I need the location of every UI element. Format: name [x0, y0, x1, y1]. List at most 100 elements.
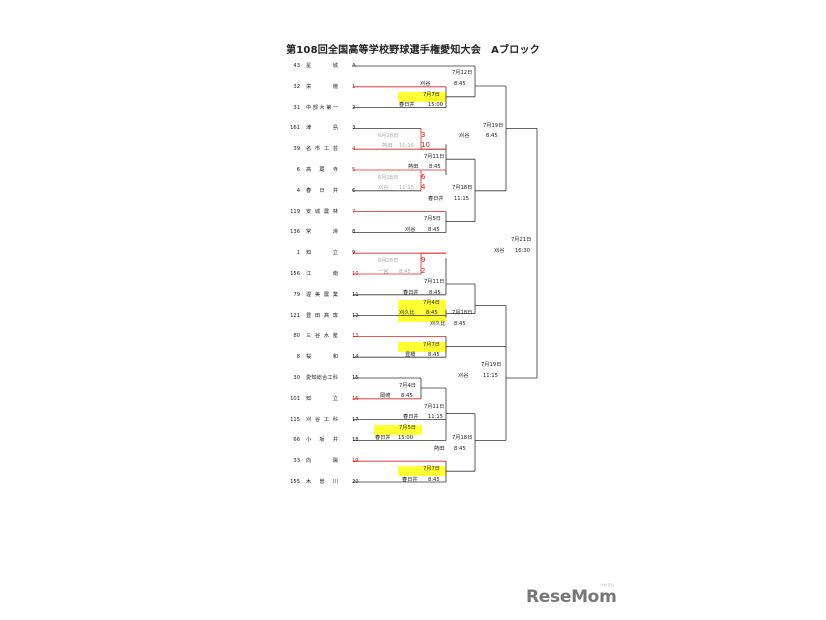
- match-label: 春日井: [428, 196, 444, 202]
- match-label: 7月11日: [424, 404, 445, 410]
- team-seed: 161: [290, 125, 300, 132]
- team-seed: 121: [290, 312, 300, 319]
- match-label: 8:45: [428, 227, 440, 233]
- match-label: 7月11日: [424, 279, 445, 285]
- date-highlight: [398, 342, 446, 352]
- match-label: 7月18日: [452, 310, 473, 316]
- match-label: 11:15: [483, 373, 498, 379]
- match-label: 11:15: [428, 414, 443, 420]
- match-label: 刈谷: [458, 373, 469, 379]
- match-label: 7月4日: [423, 300, 440, 306]
- date-highlight: [398, 300, 446, 322]
- match-label: 9: [421, 256, 426, 264]
- match-label: 3: [421, 131, 426, 139]
- match-label: 7月12日: [452, 70, 473, 76]
- team-seed: 79: [293, 291, 300, 298]
- resemom-logo: ReseMom: [526, 587, 617, 607]
- match-label: 7月21日: [511, 237, 532, 243]
- match-label: 熱田: [408, 164, 419, 170]
- match-label: 7月7日: [423, 342, 440, 348]
- team-name: 三谷水産: [306, 333, 338, 340]
- team-seed: 33: [293, 458, 300, 465]
- match-label: 6月28日: [378, 175, 399, 181]
- match-label: 11:15: [399, 143, 414, 149]
- match-label: 6月28日: [378, 258, 399, 264]
- match-label: 4: [421, 183, 426, 191]
- team-name: 江南: [306, 271, 338, 277]
- match-label: 7月4日: [399, 383, 416, 389]
- match-label: 16:30: [515, 248, 530, 254]
- team-seed: 43: [293, 63, 300, 69]
- match-label: 8:45: [401, 393, 413, 399]
- team-seed: 136: [290, 229, 300, 236]
- match-label: 11:15: [399, 185, 414, 191]
- date-highlight: [374, 425, 422, 435]
- team-seed: 115: [290, 416, 300, 423]
- match-label: 8:45: [399, 269, 411, 275]
- team-seed: 155: [290, 479, 300, 485]
- match-label: 7月7日: [423, 466, 440, 472]
- team-name: 名市工芸: [306, 146, 338, 153]
- match-label: 8:45: [426, 310, 438, 316]
- match-label: 8:45: [429, 290, 441, 296]
- match-label: 15:00: [428, 102, 443, 108]
- match-label: 8:45: [486, 133, 498, 139]
- match-label: 11:15: [454, 196, 469, 202]
- team-seed: 6: [296, 167, 300, 173]
- match-label: 10: [421, 141, 430, 149]
- match-label: 8:45: [454, 321, 466, 327]
- team-seed: 4: [296, 187, 300, 194]
- team-name: 渥美農業: [306, 291, 338, 298]
- team-name: 小坂井: [306, 437, 338, 444]
- match-label: 8:45: [428, 477, 440, 483]
- match-label: 15:00: [398, 435, 413, 441]
- match-label: 岡崎: [380, 393, 391, 399]
- team-name: 知立: [306, 395, 338, 402]
- match-label: 7月7日: [423, 92, 440, 98]
- match-label: 一宮: [378, 269, 389, 275]
- team-name: 安城農林: [306, 208, 338, 215]
- team-name: 知立: [306, 250, 338, 257]
- team-seed: 66: [293, 437, 300, 444]
- team-name: 中部大第一: [306, 104, 338, 111]
- match-label: 刈谷: [420, 81, 431, 87]
- match-label: 7月18日: [452, 435, 473, 441]
- match-label: 春日井: [403, 414, 419, 420]
- team-seed: 1: [296, 250, 300, 257]
- match-label: 8:45: [428, 352, 440, 358]
- team-seed: 8: [296, 354, 300, 361]
- match-label: 豊橋: [405, 352, 416, 358]
- team-seed: 32: [293, 83, 300, 90]
- team-name: 向陽: [306, 458, 338, 465]
- team-seed: 30: [293, 375, 300, 381]
- match-label: 7月5日: [399, 425, 416, 431]
- page-title: 第108回全国高等学校野球選手権愛知大会 Aブロック: [286, 45, 540, 56]
- team-name: 津島: [306, 125, 338, 132]
- team-name: 豊田高専: [306, 312, 338, 319]
- match-label: 2: [421, 267, 426, 275]
- team-name: 栄徳: [306, 83, 338, 90]
- match-label: 8:45: [454, 446, 466, 452]
- match-label: 刈谷: [494, 248, 505, 254]
- team-name: 桜和: [306, 354, 338, 361]
- match-label: 7月5日: [424, 216, 441, 222]
- team-seed: 31: [293, 104, 300, 111]
- match-label: 熱田: [382, 143, 393, 149]
- match-label: 春日井: [403, 290, 419, 296]
- match-label: 7月18日: [452, 185, 473, 191]
- team-seed: 101: [290, 395, 300, 402]
- match-label: 8:45: [429, 164, 441, 170]
- team-name: 春日井: [306, 187, 338, 194]
- team-seed: 39: [293, 146, 300, 153]
- team-name: 愛知総合工科: [306, 375, 338, 381]
- match-label: 6: [421, 173, 426, 181]
- team-name: 星城: [306, 63, 338, 69]
- team-name: 刈谷工科: [306, 416, 338, 423]
- match-label: 春日井: [375, 435, 391, 441]
- match-label: 6月28日: [378, 133, 399, 139]
- match-label: 刈谷: [378, 185, 389, 191]
- team-seed: 156: [290, 271, 300, 277]
- match-label: 8:45: [454, 81, 466, 87]
